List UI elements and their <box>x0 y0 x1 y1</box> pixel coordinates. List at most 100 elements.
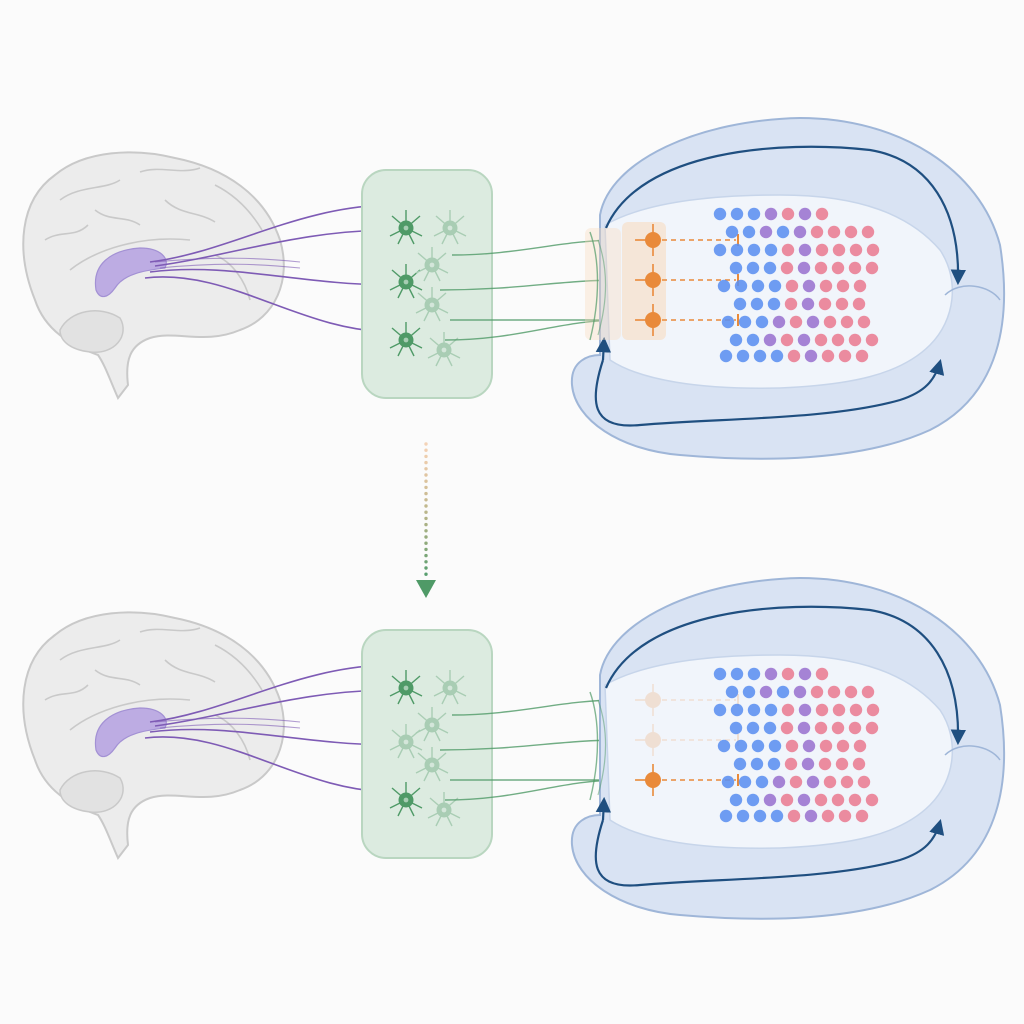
cell-dot <box>730 207 744 221</box>
cell-dot <box>861 685 875 699</box>
neuron-icon <box>433 210 467 245</box>
cell-dot <box>747 667 761 681</box>
cell-dot <box>838 809 852 823</box>
cell-dot <box>801 297 815 311</box>
cell-dot <box>784 297 798 311</box>
cell-dot <box>798 703 812 717</box>
cell-dot <box>730 243 744 257</box>
cell-dot <box>798 243 812 257</box>
cell-dot <box>781 243 795 257</box>
cell-dot <box>844 225 858 239</box>
cell-dot <box>736 809 750 823</box>
cell-dot <box>763 793 777 807</box>
transition-dot <box>424 529 428 533</box>
neuron-icon <box>427 792 461 827</box>
cell-dot <box>780 333 794 347</box>
neuron-icon <box>389 322 423 357</box>
cell-dot <box>814 793 828 807</box>
panel-top-content <box>22 116 1005 460</box>
cell-dot <box>814 721 828 735</box>
neuron-icon <box>433 670 467 705</box>
cell-dot <box>768 739 782 753</box>
cell-dot <box>797 333 811 347</box>
neuron-icon <box>415 247 449 282</box>
cell-dot <box>836 739 850 753</box>
cell-dot <box>759 225 773 239</box>
cell-dot <box>823 775 837 789</box>
cell-dot <box>855 809 869 823</box>
neuron-icon <box>415 287 449 322</box>
cell-dot <box>747 243 761 257</box>
cell-dot <box>840 775 854 789</box>
cell-dot <box>815 667 829 681</box>
transition-dot <box>424 460 428 465</box>
transition-dot <box>424 442 428 446</box>
cell-dot <box>746 721 760 735</box>
cell-dot <box>738 775 752 789</box>
cell-dot <box>781 207 795 221</box>
cell-dot <box>750 757 764 771</box>
cell-dot <box>797 793 811 807</box>
cell-dot <box>717 739 731 753</box>
transition-dot <box>424 535 428 539</box>
cell-dot <box>797 721 811 735</box>
cell-dot <box>866 703 880 717</box>
cell-dot <box>742 685 756 699</box>
cell-dot <box>810 225 824 239</box>
projection-arrow <box>154 684 396 727</box>
cell-dot <box>733 757 747 771</box>
cell-dot <box>747 207 761 221</box>
cell-dot <box>730 703 744 717</box>
neuron-icon <box>389 264 423 299</box>
cell-dot <box>855 349 869 363</box>
brain-outline <box>22 151 285 400</box>
neuron-icon <box>389 782 423 817</box>
cavity-fold <box>944 285 1001 301</box>
cell-dot <box>776 685 790 699</box>
entry-fiber <box>589 691 599 801</box>
panel-bottom-content <box>22 576 1005 920</box>
transition-dot <box>424 560 428 564</box>
cell-dot <box>798 207 812 221</box>
cell-dot <box>742 225 756 239</box>
cell-dot <box>719 349 733 363</box>
cell-dot <box>772 775 786 789</box>
cell-dot <box>806 315 820 329</box>
cavity-inner <box>604 654 953 849</box>
cell-dot <box>764 243 778 257</box>
cell-dot <box>831 333 845 347</box>
top-panel <box>22 116 1005 460</box>
down-arrow-icon <box>416 580 436 598</box>
projection-arrow <box>149 268 396 291</box>
cell-dot <box>815 243 829 257</box>
cell-dot <box>770 349 784 363</box>
cell-dot <box>806 775 820 789</box>
entry-fiber <box>589 231 599 341</box>
cell-dot <box>852 297 866 311</box>
transition-dot <box>424 473 428 477</box>
transition-dot <box>424 479 428 483</box>
cell-dot <box>755 315 769 329</box>
cell-dot <box>814 333 828 347</box>
transition-dot <box>424 522 428 527</box>
cell-dot <box>848 793 862 807</box>
cell-dot <box>738 315 752 329</box>
cell-dot <box>793 225 807 239</box>
cell-dot <box>751 739 765 753</box>
cell-dot <box>827 225 841 239</box>
cell-dot <box>801 757 815 771</box>
cell-dot <box>787 809 801 823</box>
cell-dot <box>797 261 811 275</box>
interneuron-icon <box>635 264 739 296</box>
brain-sagittal-icon <box>22 611 285 860</box>
cell-dot <box>819 279 833 293</box>
brain-sagittal-icon <box>22 151 285 400</box>
cell-dot <box>755 775 769 789</box>
cell-dot <box>734 279 748 293</box>
cell-dot <box>832 243 846 257</box>
transition-dot <box>424 485 428 490</box>
neuron-icon <box>415 707 449 742</box>
cell-dot <box>713 207 727 221</box>
cell-dot <box>815 703 829 717</box>
